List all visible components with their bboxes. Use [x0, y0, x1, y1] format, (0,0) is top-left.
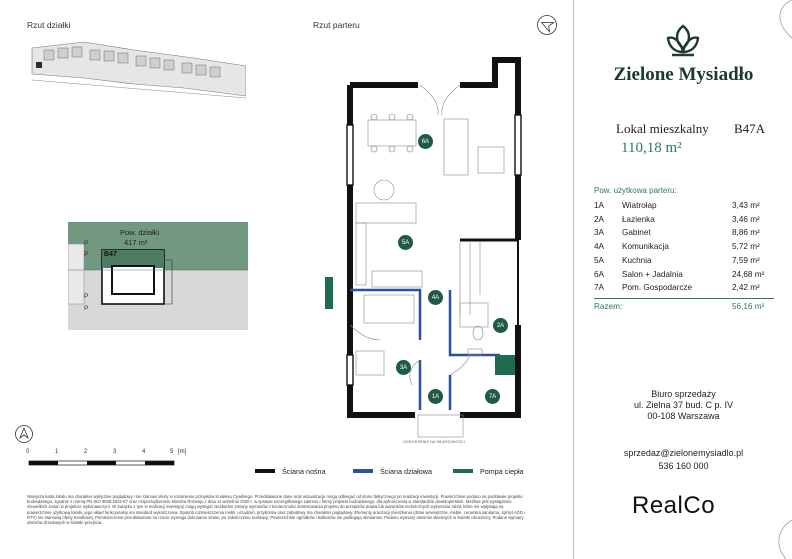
- room-name: Łazienka: [622, 214, 655, 224]
- room-name: Komunikacja: [622, 242, 669, 252]
- contact-phone[interactable]: 536 160 000: [658, 461, 709, 471]
- leaf-outline-top-icon: [779, 0, 792, 39]
- room-id: 1A: [594, 201, 605, 210]
- contact-email[interactable]: sprzedaz@zielonemysiadlo.pl: [623, 448, 744, 458]
- plot-area-label: Pow. działki: [120, 228, 160, 237]
- plot-area-value: 417 m²: [124, 238, 148, 247]
- legend-swatch-heat-pump: [453, 469, 473, 473]
- parking-2: P: [84, 251, 89, 258]
- room-badge-6a: 6A: [418, 134, 433, 149]
- room-id: 7A: [594, 283, 605, 293]
- floor-plan: [325, 57, 522, 438]
- room-row: 4A Komunikacja 5,72 m²: [594, 242, 774, 253]
- site-plan-title: Rzut działki: [27, 20, 71, 30]
- room-row: 3A Gabinet 8,86 m²: [594, 228, 774, 239]
- room-name: Gabinet: [622, 228, 651, 238]
- leaf-logo-icon: [666, 24, 700, 57]
- room-id: 3A: [594, 228, 605, 238]
- scale-tick-2: 2: [84, 449, 88, 455]
- legend-label-partition: Ściana działowa: [380, 467, 432, 476]
- room-name: Wiatrołap: [622, 201, 657, 210]
- room-area: 7,59 m²: [732, 255, 760, 265]
- room-area: 8,86 m²: [732, 228, 760, 238]
- north-arrow-icon: [15, 425, 33, 443]
- plot-unit-code: B47: [104, 251, 117, 258]
- office-title: Biuro sprzedaży: [651, 389, 716, 399]
- legend-label-heat-pump: Pompa ciepła: [480, 467, 524, 476]
- room-badge-3a: 3A: [396, 360, 411, 375]
- unit-label: Lokal mieszkalny: [616, 121, 709, 136]
- legend-swatch-partition: [353, 469, 373, 473]
- room-area: 3,43 m²: [732, 201, 760, 210]
- room-badge-1a: 1A: [428, 389, 443, 404]
- room-badge-2a: 2A: [493, 318, 508, 333]
- disclaimer: Niniejsza karta lokalu ma charakter wyłą…: [27, 494, 526, 526]
- scale-tick-0: 0: [26, 449, 30, 455]
- rooms-divider: [594, 298, 774, 299]
- unit-area: 110,18 m²: [621, 140, 682, 156]
- room-row: 7A Pom. Gospodarcze 2,42 m²: [594, 283, 774, 294]
- room-name: Kuchnia: [622, 255, 652, 265]
- room-area: 5,72 m²: [732, 242, 760, 252]
- room-area: 2,42 m²: [732, 283, 760, 293]
- room-name: Pom. Gospodarcze: [622, 283, 693, 293]
- scale-tick-1: 1: [55, 449, 59, 455]
- scale-tick-3: 3: [113, 449, 117, 455]
- legend-label-load-bearing: Ściana nośna: [282, 467, 326, 476]
- room-id: 4A: [594, 242, 605, 252]
- room-row: 1A Wiatrołap 3,43 m²: [594, 201, 774, 212]
- rooms-header: Pow. użytkowa parteru:: [594, 186, 677, 195]
- parking-4: P: [84, 305, 89, 312]
- office-address: ul. Zielna 37 bud. C p. IV: [633, 400, 734, 410]
- plot-map: [68, 222, 248, 330]
- office-city: 00-108 Warszawa: [647, 411, 720, 421]
- scale-unit: [m]: [178, 449, 187, 455]
- scale-tick-5: 5: [170, 449, 174, 455]
- room-badge-7a: 7A: [485, 389, 500, 404]
- total-label: Razem:: [594, 302, 623, 311]
- leaf-outline-bottom-icon: [778, 520, 792, 559]
- info-panel: Zielone Mysiadło Lokal mieszkalny B47A 1…: [573, 0, 792, 559]
- north-arrow-plan-icon: [537, 15, 557, 35]
- room-id: 6A: [594, 269, 605, 279]
- room-area: 3,46 m²: [732, 214, 760, 224]
- site-overview-map: [31, 41, 246, 99]
- scale-tick-4: 4: [142, 449, 146, 455]
- scale-bar: [28, 460, 175, 466]
- room-row: 2A Łazienka 3,46 m²: [594, 215, 774, 226]
- unit-code: B47A: [734, 121, 766, 136]
- room-badge-4a: 4A: [428, 290, 443, 305]
- brand-name: Zielone Mysiadło: [613, 64, 754, 85]
- legend-swatch-load-bearing: [255, 469, 275, 473]
- room-badge-5a: 5A: [398, 235, 413, 250]
- parking-3: P: [84, 293, 89, 300]
- room-row: 6A Salon + Jadalnia 24,68 m²: [594, 270, 774, 281]
- room-area: 24,68 m²: [732, 269, 765, 279]
- total-value: 56,16 m²: [732, 302, 765, 311]
- parking-1: P: [84, 240, 89, 247]
- neighbor-note: OGRODZENIE NA WŁAŚCIWOŚCI: [403, 440, 465, 444]
- room-name: Salon + Jadalnia: [622, 269, 683, 279]
- room-id: 2A: [594, 214, 605, 224]
- ground-floor-title: Rzut parteru: [313, 20, 360, 30]
- room-row: 5A Kuchnia 7,59 m²: [594, 256, 774, 267]
- partner-logo: RealCo: [632, 492, 716, 519]
- room-id: 5A: [594, 255, 605, 265]
